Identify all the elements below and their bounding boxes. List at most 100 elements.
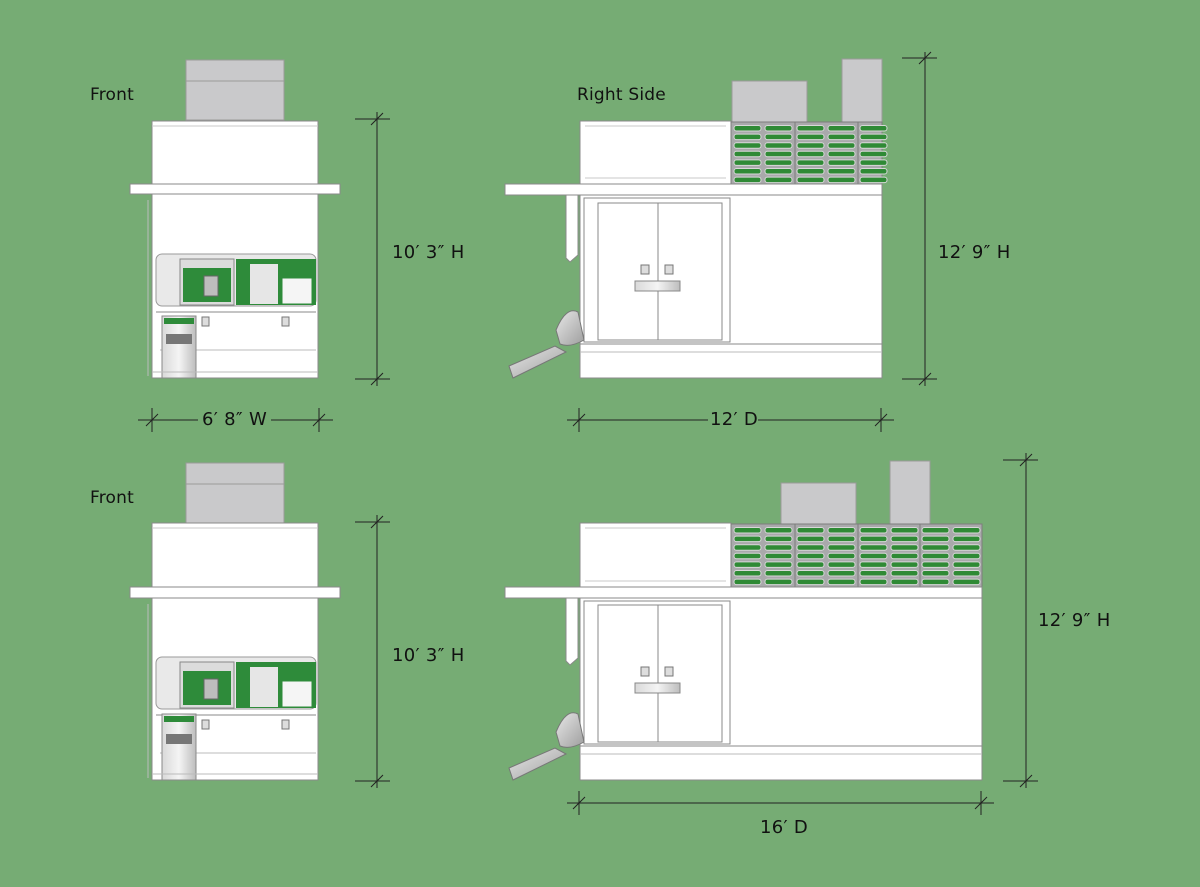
depth-label-side-top: 12′ D	[710, 409, 759, 430]
vent-slot	[764, 552, 793, 560]
upper-body	[151, 120, 319, 185]
vent-slot	[827, 168, 856, 175]
canopy	[504, 586, 983, 599]
vent-slot	[827, 552, 856, 560]
upper-body	[579, 120, 732, 185]
vent-slot	[796, 527, 825, 534]
vent-slot	[827, 561, 856, 568]
vent-slot	[764, 159, 793, 166]
vent-slot	[952, 570, 981, 577]
vent-slot	[859, 168, 888, 175]
vent-slot	[764, 142, 793, 149]
canopy	[504, 183, 883, 196]
vent-slot	[764, 544, 793, 551]
vent-slot	[827, 578, 856, 586]
vent-slot	[796, 578, 825, 586]
vent-slot	[764, 578, 793, 586]
vent-slot	[859, 125, 888, 132]
vent-slot	[890, 570, 919, 577]
vent-slot	[827, 150, 856, 158]
vent-slot	[764, 133, 793, 141]
vent-slot	[764, 527, 793, 534]
vent-slot	[859, 142, 888, 149]
vent-slot	[796, 570, 825, 577]
vent-slot	[952, 578, 981, 586]
vent-slot	[921, 570, 950, 577]
vent-slot	[890, 527, 919, 534]
vent-slot	[859, 544, 888, 551]
side-view-top	[504, 58, 888, 379]
vent-slot	[952, 552, 981, 560]
vent-slot	[827, 142, 856, 149]
double-door	[597, 202, 723, 341]
vent-slot	[890, 552, 919, 560]
vent-slot	[827, 176, 856, 184]
vent-slot	[921, 578, 950, 586]
vent-slot	[733, 168, 762, 175]
vent-slot	[859, 552, 888, 560]
rooftop-unit	[185, 59, 285, 121]
vent-slot	[796, 159, 825, 166]
height-label-front-bottom: 10′ 3″ H	[392, 645, 465, 666]
canopy	[129, 183, 341, 195]
vent-slot	[827, 159, 856, 166]
side-view-bottom	[504, 460, 983, 781]
vent-slot	[859, 176, 888, 184]
canopy	[129, 586, 341, 599]
vent-slot	[764, 535, 793, 543]
width-label-front-top: 6′ 8″ W	[198, 409, 272, 430]
vent-slot	[796, 176, 825, 184]
vent-slot	[733, 527, 762, 534]
vent-slot	[827, 544, 856, 551]
vent-slot	[952, 535, 981, 543]
vent-slot	[796, 150, 825, 158]
vent-slot	[733, 552, 762, 560]
vent-slot	[890, 578, 919, 586]
vent-slot	[827, 570, 856, 577]
vent-slot	[827, 527, 856, 534]
vent-slot	[921, 527, 950, 534]
vent-slot	[796, 544, 825, 551]
vent-slot	[796, 133, 825, 141]
vent-slot	[859, 133, 888, 141]
vent-slot	[733, 578, 762, 586]
vent-slot	[733, 142, 762, 149]
vent-slot	[921, 535, 950, 543]
upper-body	[579, 522, 732, 588]
upper-body	[151, 522, 319, 588]
vent-slot	[733, 125, 762, 132]
vent-slot	[921, 561, 950, 568]
front-view-top	[129, 59, 341, 379]
vent-slot	[796, 535, 825, 543]
vent-slot	[921, 544, 950, 551]
rooftop-unit-right	[841, 58, 883, 123]
vent-slot	[890, 535, 919, 543]
vent-slot	[796, 168, 825, 175]
vent-slot	[796, 552, 825, 560]
vent-slot	[733, 570, 762, 577]
vent-slot	[764, 125, 793, 132]
rooftop-unit	[185, 462, 285, 524]
rooftop-unit-left	[780, 482, 857, 525]
view-title-right-side: Right Side	[577, 85, 666, 105]
double-door	[597, 604, 723, 743]
vent-slot	[952, 544, 981, 551]
vent-slot	[859, 535, 888, 543]
vent-slot	[764, 168, 793, 175]
vent-slot	[859, 570, 888, 577]
vent-slot	[796, 561, 825, 568]
vent-slot	[733, 544, 762, 551]
rooftop-unit-right	[889, 460, 931, 525]
vent-slot	[890, 561, 919, 568]
height-label-front-top: 10′ 3″ H	[392, 242, 465, 263]
vent-slot	[764, 570, 793, 577]
vent-slot	[764, 150, 793, 158]
vent-slot	[764, 561, 793, 568]
ice-bagger	[161, 315, 197, 379]
vent-slot	[733, 535, 762, 543]
depth-label-side-bottom: 16′ D	[760, 817, 809, 838]
vent-slot	[827, 133, 856, 141]
vent-slot	[733, 133, 762, 141]
vent-slot	[827, 125, 856, 132]
